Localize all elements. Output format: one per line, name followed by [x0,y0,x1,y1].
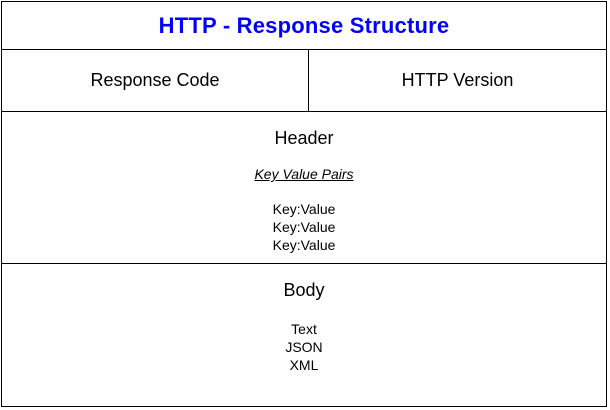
diagram-title: HTTP - Response Structure [158,12,450,38]
body-items: Text JSON XML [2,320,606,374]
header-item: Key:Value [272,201,336,217]
body-heading: Body [283,280,325,300]
header-section: Header Key Value Pairs Key:Value Key:Val… [2,112,606,264]
response-code-cell: Response Code [2,50,309,111]
body-item: JSON [285,339,323,355]
http-version-label: HTTP Version [401,70,514,90]
header-item: Key:Value [272,219,336,235]
header-subheading: Key Value Pairs [254,166,354,182]
http-version-cell: HTTP Version [309,50,606,111]
title-row: HTTP - Response Structure [2,2,606,50]
header-items: Key:Value Key:Value Key:Value [2,200,606,254]
body-item: Text [291,321,317,337]
header-heading: Header [274,128,334,148]
body-item: XML [289,357,319,373]
response-code-label: Response Code [90,70,220,90]
status-line-row: Response Code HTTP Version [2,50,606,112]
body-section: Body Text JSON XML [2,264,606,406]
header-item: Key:Value [272,237,336,253]
